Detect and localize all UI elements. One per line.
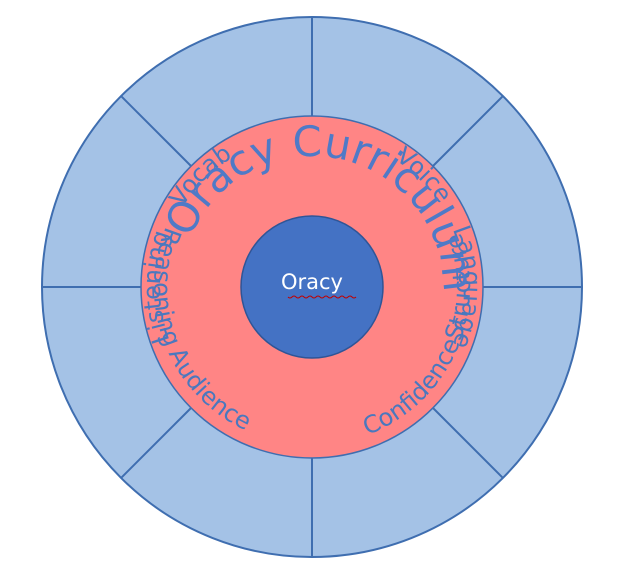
- center-label: Oracy: [281, 270, 343, 294]
- center-circle: [240, 215, 384, 359]
- spellcheck-underline: [287, 295, 357, 299]
